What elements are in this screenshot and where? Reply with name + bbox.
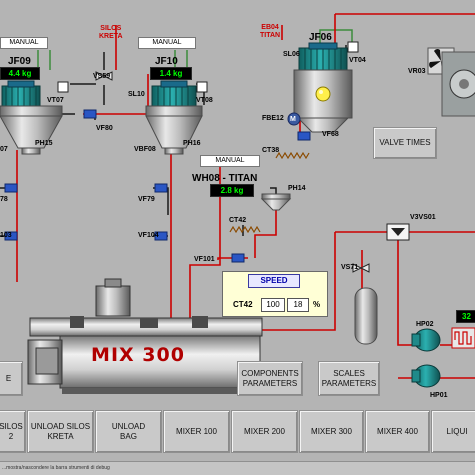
mixer-200-button[interactable]: MIXER 200 (231, 410, 298, 453)
status-bar-text: ...mostra/nascondere la barra strumenti … (2, 465, 110, 471)
hp01-label: HP01 (430, 392, 448, 399)
liquid-button[interactable]: LIQUI (431, 410, 475, 453)
tank-vs71[interactable] (354, 287, 378, 345)
motor-label: M (290, 116, 296, 123)
jf10-label: JF10 (155, 56, 178, 67)
mixer-title: MIX 300 (91, 344, 185, 366)
screw-conveyors (229, 151, 310, 234)
ct38-label: CT38 (262, 147, 280, 154)
wh08-label: WH08 - TITAN (192, 173, 258, 184)
fbe12-label: FBE12 (262, 115, 284, 122)
ph15-label: PH15 (35, 140, 53, 147)
temperature-display: 32 (456, 310, 475, 323)
vs71-label: VS71 (341, 264, 359, 271)
heater-icon[interactable] (451, 327, 475, 349)
speed-panel: SPEED CT42 100 18 % (222, 271, 328, 317)
sl10-label: SL10 (128, 91, 145, 98)
b103-label: 103 (0, 232, 12, 239)
speed-title: SPEED (248, 274, 300, 288)
ph14-label: PH14 (288, 185, 306, 192)
silo-jf10[interactable] (145, 80, 203, 155)
vf104-label: VF104 (138, 232, 159, 239)
mixer-mix300[interactable] (27, 278, 263, 394)
mixer-300-button[interactable]: MIXER 300 (299, 410, 364, 453)
fan-icon[interactable] (427, 47, 475, 117)
scales-parameters-button[interactable]: SCALES PARAMETERS (318, 361, 380, 396)
jf09-mode[interactable]: MANUAL (0, 37, 48, 49)
silo-jf06[interactable] (293, 42, 353, 133)
jf10-mode[interactable]: MANUAL (138, 37, 196, 49)
silos-2-button[interactable]: SILOS 2 (0, 410, 26, 453)
jf09-weight-display: 4.4 kg (0, 67, 40, 80)
speed-setpoint-field[interactable]: 100 (261, 298, 285, 312)
components-parameters-button[interactable]: COMPONENTS PARAMETERS (237, 361, 303, 396)
line-valves[interactable] (4, 109, 311, 263)
vr03-label: VR03 (408, 68, 426, 75)
vf79-label: VF79 (138, 196, 155, 203)
green-feed-lines (37, 29, 353, 70)
hp02-label: HP02 (416, 321, 434, 328)
vt04-label: VT04 (349, 57, 366, 64)
valve-times-button[interactable]: VALVE TIMES (373, 127, 437, 159)
jf06-label: JF06 (309, 32, 332, 43)
status-bar: ...mostra/nascondere la barra strumenti … (0, 461, 475, 475)
left-partial-button[interactable]: E (0, 361, 23, 396)
mixer-400-button[interactable]: MIXER 400 (365, 410, 430, 453)
speed-value-field[interactable]: 18 (287, 298, 309, 312)
v3vs01-label: V3VS01 (410, 214, 436, 221)
vf68-label: VF68 (322, 131, 339, 138)
motor-icon[interactable] (287, 112, 301, 126)
wh08-weight-display: 2.8 kg (210, 184, 254, 197)
wh08-mode[interactable]: MANUAL (200, 155, 260, 167)
three-way-valve[interactable] (386, 223, 410, 241)
valve-flags (57, 41, 359, 93)
jf10-weight-display: 1.4 kg (150, 67, 192, 80)
ph16-label: PH16 (183, 140, 201, 147)
vt08-label: VT08 (196, 97, 213, 104)
vf80-label: VF80 (96, 125, 113, 132)
sl06-label: SL06 (283, 51, 300, 58)
hopper-wh08[interactable] (260, 193, 292, 211)
unload-silos-kreta-button[interactable]: UNLOAD SILOS KRETA (27, 410, 94, 453)
silos-kreta-label: SILOS KRETA (99, 25, 123, 40)
jf09-label: JF09 (8, 56, 31, 67)
pump-hp02[interactable] (411, 328, 441, 352)
speed-ct42-label: CT42 (233, 300, 253, 309)
speed-unit: % (313, 300, 321, 309)
pump-hp01[interactable] (411, 364, 441, 388)
b78-label: 78 (0, 196, 8, 203)
valve-icon[interactable] (95, 71, 370, 273)
b07-label: 07 (0, 146, 8, 153)
eb04-titan-label: EB04 TITAN (260, 24, 281, 39)
ct42-diagram-label: CT42 (229, 217, 247, 224)
vt07-label: VT07 (47, 97, 64, 104)
vbf08-label: VBF08 (134, 146, 156, 153)
unload-bag-button[interactable]: UNLOAD BAG (95, 410, 162, 453)
silo-jf09[interactable] (0, 80, 63, 155)
mixer-100-button[interactable]: MIXER 100 (163, 410, 230, 453)
vf101-label: VF101 (194, 256, 215, 263)
vs59-label: VS59 (93, 73, 111, 80)
